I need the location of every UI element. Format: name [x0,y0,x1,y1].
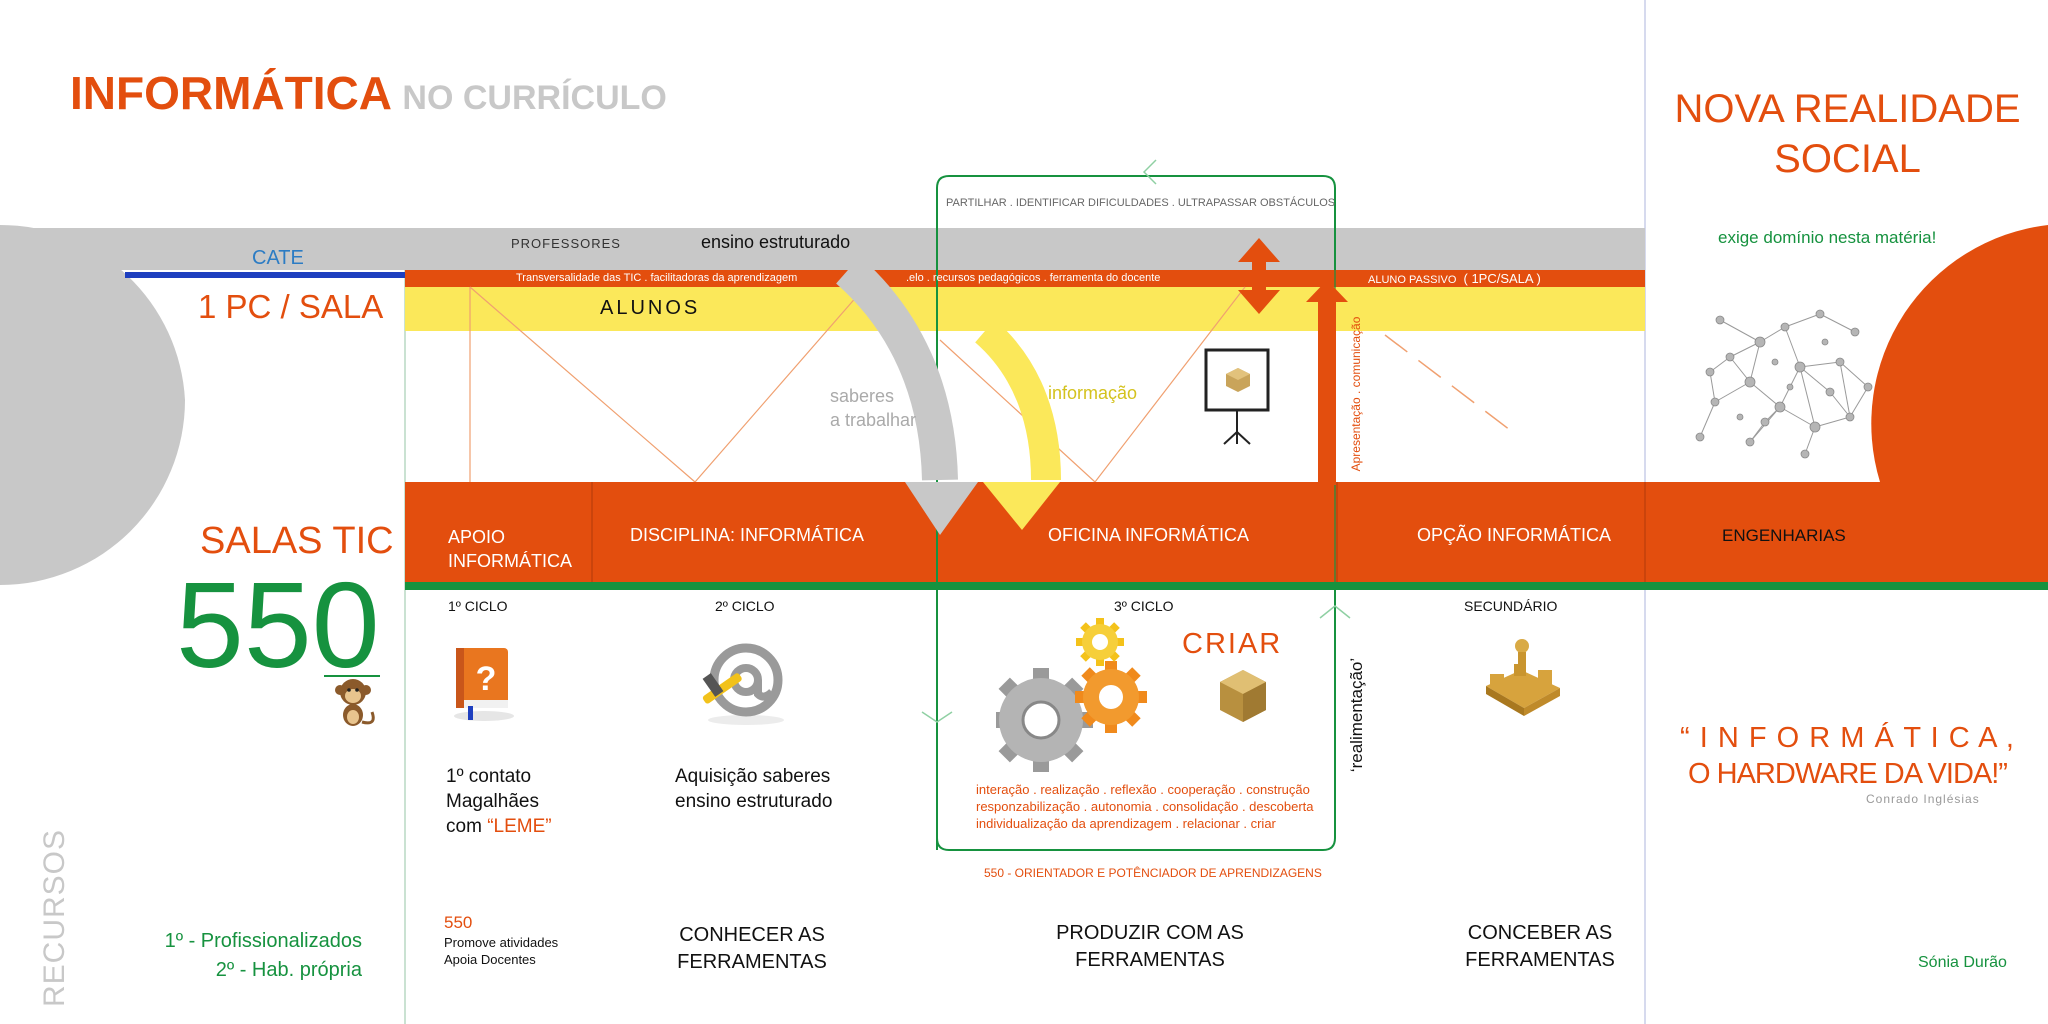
footer-col2: CONHECER AS FERRAMENTAS [652,922,852,976]
footer-col3: PRODUZIR COM AS FERRAMENTAS [1030,920,1270,974]
footer-col2-line1: CONHECER AS [679,924,825,946]
transversal-label: Transversalidade das TIC . facilitadoras… [516,272,798,284]
left-gray-circle [0,224,185,585]
c1-line3: com “LEME” [446,814,552,839]
quote-line2: O HARDWARE DA VIDA!” [1688,758,2008,790]
prof-list: 1º - Profissionalizados 2º - Hab. própri… [140,927,362,985]
footer-col2-line2: FERRAMENTAS [677,951,827,973]
footer-col3-line2: FERRAMENTAS [1075,949,1225,971]
puzzle-castle-icon [1486,639,1560,716]
salas-tic-number: 550 [176,557,380,693]
right-subtitle: exige domínio nesta matéria! [1718,228,1937,247]
title-sub: NO CURRÍCULO [402,79,667,117]
aluno-passivo-count: ( 1PC/SALA ) [1463,271,1541,286]
right-orange-circle [1871,225,2048,482]
ensino-label: ensino estruturado [701,232,851,252]
c1-line3-leme: “LEME” [487,816,552,837]
oficina-line3: individualização da aprendizagem . relac… [976,816,1276,831]
footer-col1: 550 Promove atividades Apoia Docentes [444,912,558,968]
network-graph-icon [1695,309,1873,459]
title-main: INFORMÁTICA [70,67,392,119]
svg-text:?: ? [476,660,497,698]
stage-engenharias: ENGENHARIAS [1722,526,1846,545]
c1-text: 1º contato Magalhães com “LEME” [446,764,552,839]
right-title: NOVA REALIDADE SOCIAL [1660,84,2035,184]
stage-band [405,482,2048,582]
page-title: INFORMÁTICA NO CURRÍCULO [70,66,667,120]
stage-opcao: OPÇÃO INFORMÁTICA [1417,525,1612,545]
saberes-line1: saberes [830,386,895,406]
stage-apoio-line1: APOIO [448,527,506,547]
c2-line1: Aquisição saberes [675,766,831,787]
cycle-1: 1º CICLO [448,598,508,614]
cycle-3: 3º CICLO [1114,598,1174,614]
cube-icon [1220,670,1266,722]
yellow-band [405,287,1645,331]
c1-line1: 1º contato [446,766,532,787]
cycle-secundario: SECUNDÁRIO [1464,598,1558,614]
signature: Sónia Durão [1918,954,2007,971]
saberes-line2: a trabalhar [830,410,917,430]
blue-line [125,272,405,278]
informacao-label: informação [1048,383,1138,403]
stage-oficina: OFICINA INFORMÁTICA [1048,525,1250,545]
prof-line2: 2º - Hab. própria [215,959,362,981]
cycle-2: 2º CICLO [715,598,775,614]
footer-col4-line1: CONCEBER AS [1467,922,1613,944]
orientador-label: 550 - ORIENTADOR E POTÊNCIADOR DE APREND… [984,866,1322,880]
stage-disciplina: DISCIPLINA: INFORMÁTICA [630,525,865,545]
recursos-label-wrap: RECURSOS [35,829,75,1007]
right-title-line1: NOVA REALIDADE [1674,87,2021,131]
at-sign-tools-icon [702,643,784,725]
professores-label: PROFESSORES [511,236,621,251]
footer-col1-line2: Apoia Docentes [444,952,536,967]
aluno-passivo-label: ALUNO PASSIVO [1368,274,1457,286]
c2-text: Aquisição saberes ensino estruturado [675,764,832,814]
stage-apoio: APOIO INFORMÁTICA [448,525,572,573]
quote-line1: “ I N F O R M Á T I C A , [1680,722,2015,754]
criar-label: CRIAR [1182,628,1283,660]
footer-col3-line1: PRODUZIR COM AS [1056,922,1244,944]
projector-screen-icon [1204,348,1270,445]
c2-line2: ensino estruturado [675,791,833,812]
realimentacao-label: ‘realimentação’ [1347,657,1366,773]
quote: “ I N F O R M Á T I C A , O HARDWARE DA … [1660,720,2035,792]
oficina-line2: responzabilização . autonomia . consolid… [976,799,1314,814]
aluno-passivo: ALUNO PASSIVO ( 1PC/SALA ) [1368,271,1541,286]
elo-label: .elo . recursos pedagógicos . ferramenta… [906,272,1161,284]
realimentacao-wrap: ‘realimentação’ [1345,640,1369,790]
apresentacao-label: Apresentação . comunicação [1349,316,1363,472]
c1-line2: Magalhães [446,791,539,812]
right-title-line2: SOCIAL [1774,137,1921,181]
footer-col4: CONCEBER AS FERRAMENTAS [1440,920,1640,974]
alunos-label: ALUNOS [600,297,701,319]
apresentacao-wrap: Apresentação . comunicação [1346,312,1366,482]
question-book-icon: ? [454,648,514,721]
c1-line3-prefix: com [446,816,488,837]
prof-line1: 1º - Profissionalizados [164,930,362,952]
footer-col4-line2: FERRAMENTAS [1465,949,1615,971]
oficina-text: interação . realização . reflexão . coop… [976,781,1314,832]
footer-col1-line1: Promove atividades [444,935,559,950]
footer-col1-num: 550 [444,913,473,932]
partilhar-label: PARTILHAR . IDENTIFICAR DIFICULDADES . U… [946,197,1336,209]
quote-author: Conrado Inglésias [1866,792,1980,806]
cate-label: CATE [252,247,304,269]
oficina-line1: interação . realização . reflexão . coop… [976,782,1310,797]
stage-apoio-line2: INFORMÁTICA [448,551,572,571]
recursos-label: RECURSOS [38,828,71,1007]
salas-tic-label: SALAS TIC [200,520,394,562]
pc-sala-label: 1 PC / SALA [198,288,384,325]
gray-band [20,228,1645,270]
saberes-label: saberes a trabalhar [830,384,916,432]
gears-icon [996,618,1147,772]
green-line [405,582,2048,590]
monkey-mascot-icon [324,675,380,726]
